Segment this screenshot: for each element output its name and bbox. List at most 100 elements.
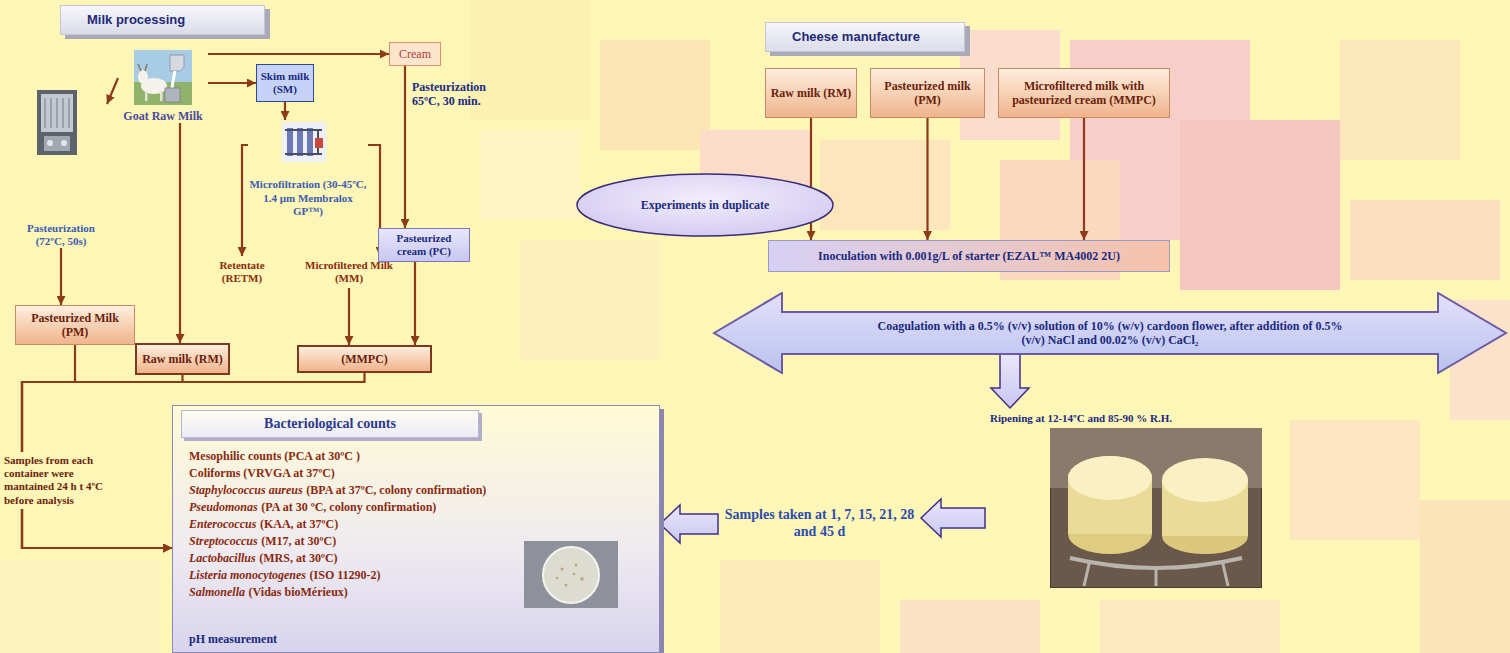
node-text: (MMPC): [341, 352, 388, 366]
node-text: Microfiltered Milk (MM): [300, 259, 398, 285]
sampling-node: Samples taken at 1, 7, 15, 21, 28 and 45…: [718, 500, 921, 548]
organism-name: Salmonella: [189, 585, 245, 599]
rect-part: [297, 128, 303, 156]
node-text: Skim milk (SM): [260, 70, 310, 96]
count-list: Mesophilic counts (PCA at 30ºC ) Coliform…: [173, 438, 486, 601]
node-text: Experiments in duplicate: [641, 198, 770, 212]
rect-part: [1290, 420, 1420, 540]
rect-part: [315, 138, 323, 148]
circle-part: [580, 577, 584, 581]
flow-arrow: [926, 118, 928, 240]
node-text: Retentate (RETM): [210, 259, 274, 285]
panel-heading: Bacteriological counts: [264, 416, 396, 433]
organism-name: Streptococcus: [189, 534, 258, 548]
rect-part: [37, 90, 77, 155]
organism-name: Staphylococcus aureus: [189, 483, 303, 497]
organism-name: Pseudomonas: [189, 500, 258, 514]
method-text: (M17, at 30ºC): [261, 534, 336, 548]
block-arrow: [660, 505, 718, 543]
count-line: Enterococcus(KAA, at 37ºC): [189, 516, 486, 533]
rect-part: [307, 128, 313, 156]
equipment-node: Pasteurization (72ºC, 50s): [15, 88, 107, 248]
flow-arrow: [208, 82, 256, 84]
header-tab: Bacteriological counts: [181, 410, 479, 438]
circle-part: [47, 140, 53, 146]
method-text: (KAA, at 37ºC): [260, 517, 338, 531]
node-text: Milk processing: [87, 12, 185, 28]
rect-part: [1180, 120, 1340, 290]
node-text: Ripening at 12-14ºC and 85-90 % R.H.: [990, 412, 1172, 425]
rect-part: [600, 40, 710, 150]
output-node: Microfiltered Milk (MM): [300, 256, 398, 288]
rect-part: [820, 140, 950, 230]
path-part: [170, 55, 184, 71]
path-part: [138, 64, 147, 71]
rect-part: [1100, 600, 1280, 653]
count-line: Coliforms (VRVGA at 37ºC): [189, 465, 486, 482]
rect-part: [520, 240, 660, 360]
ellipse-shape: [577, 174, 833, 236]
ellipse-part: [1068, 456, 1152, 500]
node-text: Pasteurized Milk (PM): [20, 311, 130, 340]
node-text: Cheese manufacture: [792, 29, 920, 45]
section-tab: Cheese manufacture: [765, 22, 965, 52]
circle-part: [556, 577, 558, 579]
microfilter-photo: [282, 122, 326, 162]
rect-part: [41, 94, 73, 132]
rect-part: [165, 88, 180, 102]
node-text: Samples taken at 1, 7, 15, 21, 28 and 45…: [718, 507, 921, 541]
count-line: Salmonella(Vidas bioMérieux): [189, 584, 486, 601]
milk-box: Pasteurized Milk (PM): [15, 305, 135, 345]
path-part: [172, 71, 175, 88]
sampling-note-box: Samples from each container were mantain…: [3, 452, 127, 509]
step-note-box: Pasteurization 65ºC, 30 min.: [412, 80, 504, 109]
process-box: Pasteurized cream (PC): [378, 228, 470, 262]
method-text: (ISO 11290-2): [310, 568, 381, 582]
node-text: Raw milk (RM): [142, 352, 223, 366]
path-part: [45, 98, 69, 128]
flow-arrow: [242, 145, 248, 256]
organism-name: Lactobacillus: [189, 551, 256, 565]
milk-box: (MMPC): [297, 345, 432, 373]
node-text: Microfiltration (30-45ºC, 1.4 µm Membral…: [248, 178, 368, 218]
double-arrow-band: Coagulation with a 0.5% (v/v) solution o…: [712, 292, 1508, 374]
flow-arrow: [284, 102, 286, 120]
flow-arrow: [208, 53, 389, 55]
node-text: Coagulation with a 0.5% (v/v) solution o…: [870, 319, 1350, 348]
double-arrow-shape: [714, 293, 1506, 373]
flow-arrow: [107, 78, 118, 104]
flow-arrow: [22, 345, 172, 548]
rect-part: [480, 130, 580, 220]
rect-part: [1050, 428, 1262, 588]
circle-part: [565, 584, 568, 587]
milk-box: Raw milk (RM): [765, 68, 857, 118]
circle-part: [61, 140, 67, 146]
flow-arrow: [179, 123, 181, 343]
node-text: Inoculation with 0.001g/L of starter (EZ…: [818, 249, 1120, 263]
measurement-text: pH measurement: [189, 632, 277, 646]
ellipse-part: [1162, 458, 1248, 502]
method-text: Mesophilic counts (PCA at 30ºC ): [189, 449, 360, 463]
flow-arrow: [348, 288, 350, 345]
skim-box: Skim milk (SM): [256, 64, 314, 102]
path-part: [1084, 560, 1228, 586]
rect-part: [287, 128, 293, 156]
method-text: (MRS, at 30ºC): [259, 551, 337, 565]
node-text: Pasteurized cream (PC): [383, 232, 465, 258]
method-text: (PA at 30 ºC, colony confirmation): [261, 500, 436, 514]
equipment-node: Microfiltration (30-45ºC, 1.4 µm Membral…: [248, 120, 368, 218]
rect-part: [0, 560, 160, 653]
rect-part: [282, 122, 326, 162]
rect-part: [160, 91, 163, 101]
pasteurizer-photo: [37, 90, 77, 155]
count-line: Listeria monocytogenes(ISO 11290-2): [189, 567, 486, 584]
rect-part: [524, 541, 618, 608]
flow-arrow: [414, 262, 416, 345]
analysis-panel: Bacteriological countsMesophilic counts …: [172, 405, 660, 653]
node-text: Pasteurized milk (PM): [875, 79, 980, 108]
petri-dish-photo: [524, 541, 618, 608]
milk-box: Pasteurized milk (PM): [870, 68, 985, 118]
rect-part: [1420, 500, 1510, 653]
